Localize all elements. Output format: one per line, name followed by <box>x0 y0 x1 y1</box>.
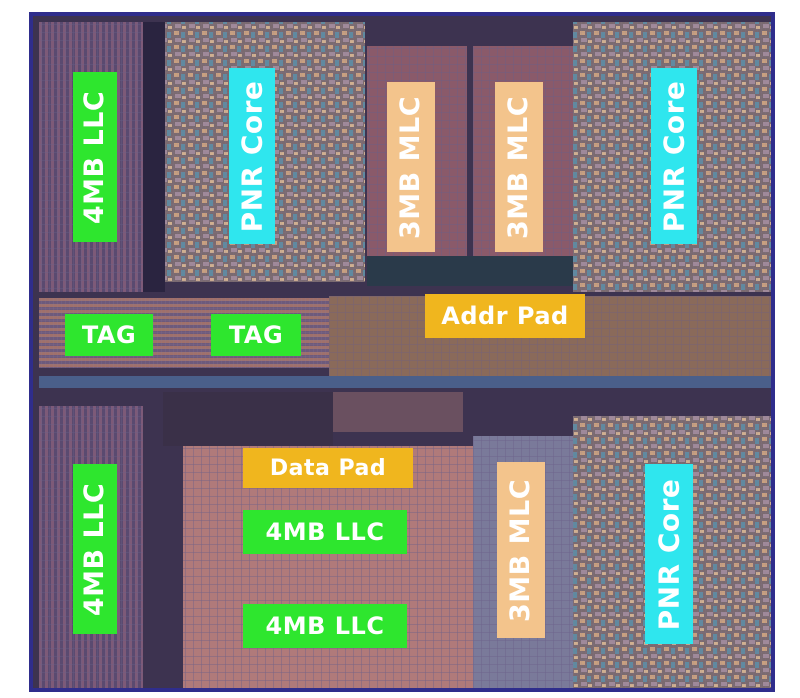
addr-pad-label: Addr Pad <box>425 294 585 338</box>
llc-label-left-top: 4MB LLC <box>73 72 117 242</box>
tag-label-right: TAG <box>211 314 301 356</box>
mlc-label-top-right: 3MB MLC <box>495 82 543 252</box>
core-label-top-right: PNR Core <box>651 68 697 244</box>
die-image: 4MB LLC 4MB LLC TAG TAG PNR Core PNR Cor… <box>29 12 775 692</box>
llc-label-center-1: 4MB LLC <box>243 510 407 554</box>
llc-label-left-bottom: 4MB LLC <box>73 464 117 634</box>
mlc-label-top-left: 3MB MLC <box>387 82 435 252</box>
tag-label-left: TAG <box>65 314 153 356</box>
mlc-label-bottom: 3MB MLC <box>497 462 545 638</box>
llc-label-center-2: 4MB LLC <box>243 604 407 648</box>
data-pad-label: Data Pad <box>243 448 413 488</box>
core-label-bottom-right: PNR Core <box>645 464 693 644</box>
core-label-top-left: PNR Core <box>229 68 275 244</box>
